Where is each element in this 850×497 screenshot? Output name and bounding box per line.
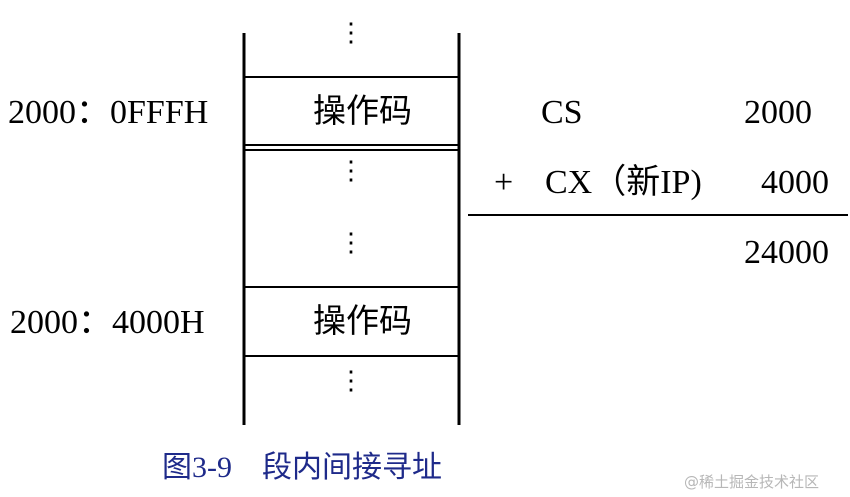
cx-value: 4000: [761, 164, 829, 201]
ellipsis-top: ⋮: [338, 18, 364, 47]
address-top: 2000：0FFFH: [8, 94, 209, 131]
cs-value: 2000: [744, 94, 812, 131]
ellipsis-mid-2: ⋮: [338, 228, 364, 257]
plus-sign: +: [494, 164, 514, 201]
physical-address-result: 24000: [744, 234, 829, 271]
opcode-cell-top: 操作码: [313, 94, 412, 130]
figure-caption: 图3-9 段内间接寻址: [162, 451, 442, 484]
watermark: @稀土掘金技术社区: [684, 473, 820, 491]
ellipsis-mid-1: ⋮: [338, 156, 364, 185]
opcode-cell-bottom: 操作码: [313, 304, 412, 340]
address-bottom: 2000：4000H: [10, 304, 205, 341]
ellipsis-bottom: ⋮: [338, 366, 364, 395]
cx-label: CX（新IP): [545, 164, 702, 201]
cs-label: CS: [541, 94, 583, 131]
